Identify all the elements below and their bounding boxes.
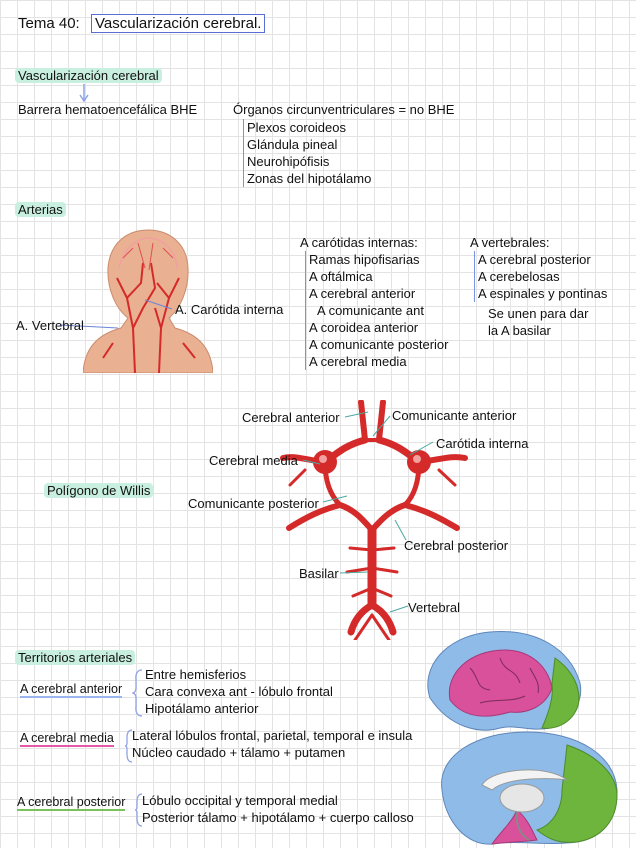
brace-icon — [132, 669, 143, 717]
list-item: Plexos coroideos — [247, 120, 346, 135]
territory-anterior-item: Entre hemisferios — [145, 667, 247, 682]
list-item: Neurohipófisis — [247, 154, 330, 169]
arrow-down-icon — [79, 84, 89, 103]
list-item: A comunicante ant — [317, 303, 424, 318]
territory-posterior-label: A cerebral posterior — [17, 795, 126, 811]
willis-label-comunicante-posterior: Comunicante posterior — [188, 496, 319, 511]
territory-media-label: A cerebral media — [20, 731, 114, 747]
list-item: A coroidea anterior — [309, 320, 419, 335]
vertebrales-list: A cerebral posterior A cerebelosas A esp… — [474, 251, 607, 302]
territory-media-item: Lateral lóbulos frontal, parietal, tempo… — [132, 728, 413, 743]
carotidas-title: A carótidas internas: — [300, 235, 418, 250]
territory-posterior-item: Posterior tálamo + hipotálamo + cuerpo c… — [142, 810, 414, 825]
label-vertebral: A. Vertebral — [16, 318, 84, 333]
willis-label-basilar: Basilar — [299, 566, 339, 581]
list-item: A oftálmica — [309, 269, 373, 284]
brain-lateral-territories-illustration — [427, 630, 582, 731]
willis-label-cerebral-anterior: Cerebral anterior — [242, 410, 340, 425]
brain-medial-territories-illustration — [441, 731, 618, 845]
willis-label-vertebral: Vertebral — [408, 600, 461, 615]
list-item: A cerebral posterior — [478, 252, 591, 267]
topic-number: Tema 40: — [18, 15, 80, 32]
list-item: A comunicante posterior — [309, 337, 449, 352]
vertebrales-title: A vertebrales: — [470, 235, 550, 250]
willis-label-cerebral-media: Cerebral media — [209, 453, 298, 468]
head-neck-arteries-illustration — [83, 229, 213, 373]
willis-label-cerebral-posterior: Cerebral posterior — [404, 538, 509, 553]
territory-anterior-label: A cerebral anterior — [20, 682, 123, 698]
section-heading-willis: Polígono de Willis — [44, 483, 154, 498]
section-heading-territorios: Territorios arteriales — [15, 650, 136, 665]
section-heading-vascularizacion: Vascularización cerebral — [15, 68, 162, 83]
organos-list: Plexos coroideos Glándula pineal Neurohi… — [243, 119, 371, 187]
list-item: Ramas hipofisarias — [309, 252, 420, 267]
territory-media-item: Núcleo caudado + tálamo + putamen — [132, 745, 346, 760]
list-item: A cerebelosas — [478, 269, 560, 284]
vertebrales-note-1: Se unen para dar — [488, 306, 589, 321]
list-item: A cerebral media — [309, 354, 407, 369]
carotidas-list: Ramas hipofisarias A oftálmica A cerebra… — [305, 251, 448, 370]
page-title: Vascularización cerebral. — [91, 14, 266, 33]
list-item: A espinales y pontinas — [478, 286, 608, 301]
willis-label-comunicante-anterior: Comunicante anterior — [392, 408, 517, 423]
list-item: Glándula pineal — [247, 137, 338, 152]
territory-anterior-item: Cara convexa ant - lóbulo frontal — [145, 684, 333, 699]
brace-icon — [134, 793, 143, 827]
territory-anterior-item: Hipotálamo anterior — [145, 701, 259, 716]
territory-posterior-item: Lóbulo occipital y temporal medial — [142, 793, 338, 808]
bhe-label: Barrera hematoencefálica BHE — [18, 102, 198, 117]
list-item: Zonas del hipotálamo — [247, 171, 372, 186]
organos-label: Órganos circunventriculares = no BHE — [233, 102, 455, 117]
label-carotida-interna: A. Carótida interna — [175, 302, 284, 317]
willis-label-carotida-interna: Carótida interna — [436, 436, 529, 451]
brace-icon — [124, 729, 133, 763]
section-heading-arterias: Arterias — [15, 202, 66, 217]
vertebrales-note-2: la A basilar — [488, 323, 551, 338]
list-item: A cerebral anterior — [309, 286, 416, 301]
